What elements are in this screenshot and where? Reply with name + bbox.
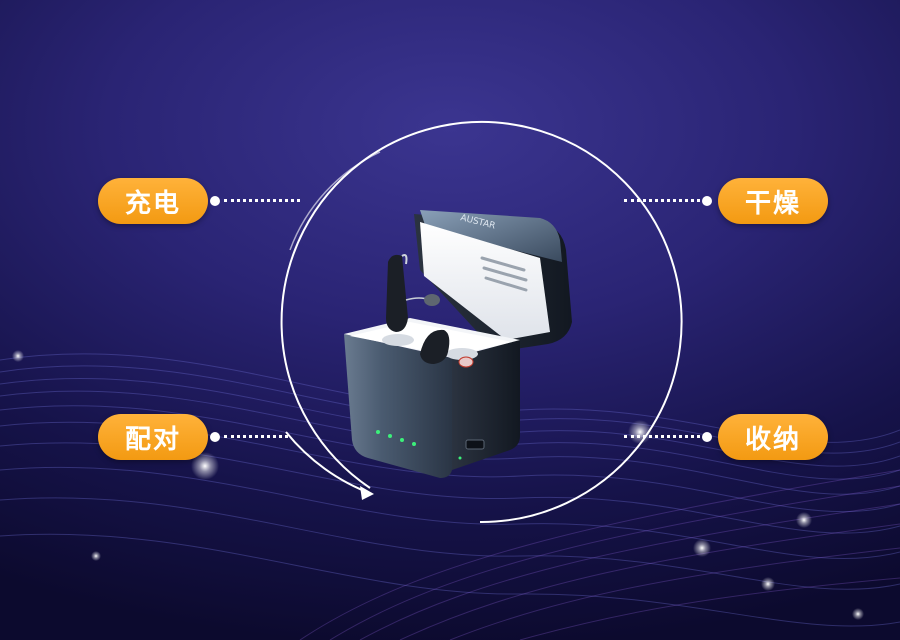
connector-dot (210, 196, 220, 206)
feature-label-pairing: 配对 (98, 414, 208, 460)
connector-line (624, 435, 700, 438)
connector-line (624, 199, 700, 202)
connector-dot (702, 432, 712, 442)
feature-label-charging: 充电 (98, 178, 208, 224)
charging-case: AUSTAR (344, 210, 572, 478)
connector-line (224, 199, 300, 202)
connector-line (224, 435, 288, 438)
feature-label-drying: 干燥 (718, 178, 828, 224)
feature-label-storage: 收纳 (718, 414, 828, 460)
connector-dot (702, 196, 712, 206)
connector-dot (210, 432, 220, 442)
